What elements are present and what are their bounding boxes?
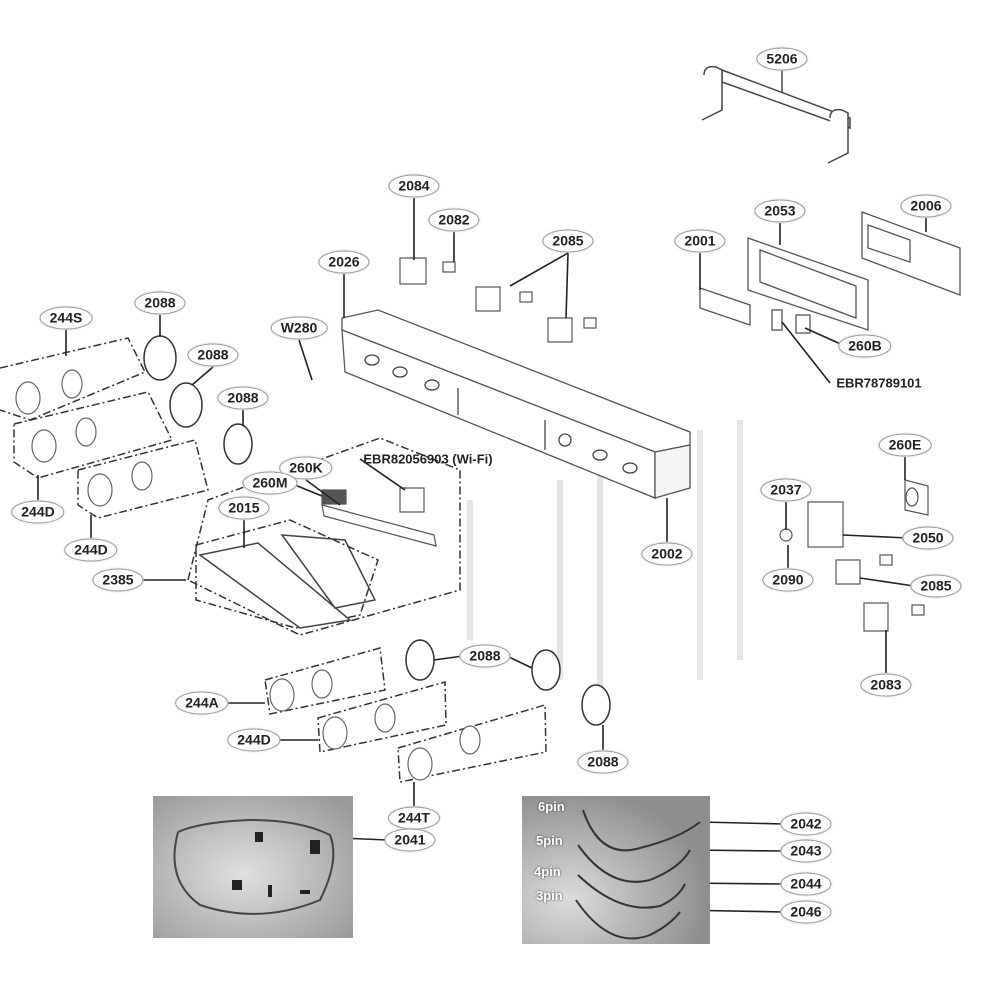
switches <box>399 257 597 343</box>
bezels-2088 <box>143 335 611 726</box>
part-number-0: EBR78789101 <box>836 375 922 391</box>
knob-group-outlines <box>0 337 547 783</box>
callout-244a: 244A <box>175 691 229 715</box>
callout-2385: 2385 <box>92 568 144 592</box>
boards <box>321 487 437 547</box>
leader-lines <box>37 198 927 913</box>
callout-2001: 2001 <box>674 229 726 253</box>
right-components <box>779 479 929 632</box>
pin-label-4: 4pin <box>534 864 561 879</box>
callout-244d: 244D <box>227 728 281 752</box>
knobs <box>15 369 481 781</box>
callout-2085: 2085 <box>910 574 962 598</box>
callout-244d: 244D <box>11 500 65 524</box>
callout-2088: 2088 <box>459 644 511 668</box>
callout-2088: 2088 <box>577 750 629 774</box>
callout-260e: 260E <box>878 433 932 457</box>
callout-260m: 260M <box>242 471 298 495</box>
callout-260k: 260K <box>279 456 333 480</box>
part-number-1: EBR82056903 (Wi-Fi) <box>363 451 493 467</box>
callout-2084: 2084 <box>388 174 440 198</box>
callout-2042: 2042 <box>780 812 832 836</box>
pin-label-5: 5pin <box>536 833 563 848</box>
callout-260b: 260B <box>838 334 892 358</box>
callout-2083: 2083 <box>860 673 912 697</box>
trim-frames-2015 <box>198 534 377 629</box>
display-module <box>699 211 961 334</box>
callout-2006: 2006 <box>900 194 952 218</box>
callout-2050: 2050 <box>902 526 954 550</box>
callout-2082: 2082 <box>428 208 480 232</box>
callout-2037: 2037 <box>760 478 812 502</box>
pin-label-6: 6pin <box>538 799 565 814</box>
pin-label-3: 3pin <box>536 888 563 903</box>
callout-2041: 2041 <box>384 828 436 852</box>
callout-2044: 2044 <box>780 872 832 896</box>
callout-2053: 2053 <box>754 199 806 223</box>
callout-2090: 2090 <box>762 568 814 592</box>
callout-244s: 244S <box>39 306 93 330</box>
callout-2046: 2046 <box>780 900 832 924</box>
callout-2043: 2043 <box>780 839 832 863</box>
callout-2088: 2088 <box>217 386 269 410</box>
pin-wires-photo <box>522 796 710 944</box>
callout-244t: 244T <box>388 806 440 830</box>
callout-2015: 2015 <box>218 496 270 520</box>
callout-2085: 2085 <box>542 229 594 253</box>
callout-2088: 2088 <box>134 291 186 315</box>
control-panel-body <box>341 309 691 499</box>
callout-w280: W280 <box>270 316 328 340</box>
callout-244d: 244D <box>64 538 118 562</box>
bracket-5206 <box>701 65 851 164</box>
callout-2026: 2026 <box>318 250 370 274</box>
callout-5206: 5206 <box>756 47 808 71</box>
harness-photo <box>153 796 353 938</box>
callout-2002: 2002 <box>641 542 693 566</box>
callout-2088: 2088 <box>187 343 239 367</box>
